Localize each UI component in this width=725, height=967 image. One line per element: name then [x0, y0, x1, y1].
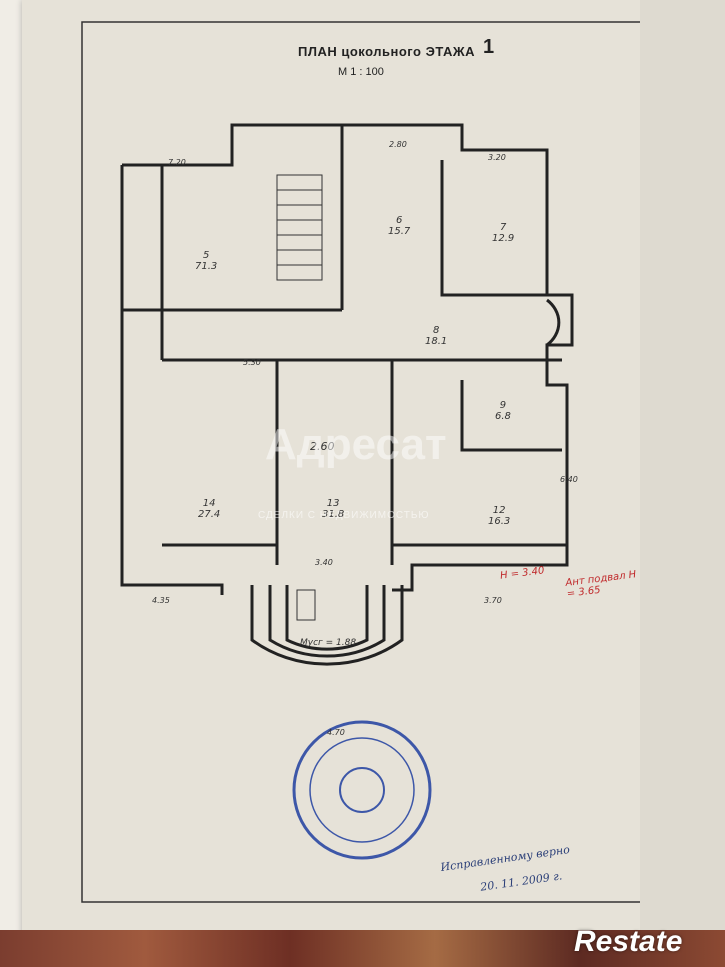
kugel-note: Мусг = 1.88 [300, 638, 357, 648]
plan-number: 1 [483, 36, 495, 58]
plan-scale: М 1 : 100 [338, 66, 384, 78]
dimension-label: 7.20 [168, 158, 186, 167]
floor-plan-sheet [22, 0, 682, 940]
dimension-label: 6.40 [560, 475, 578, 484]
dimension-label: 4.35 [152, 596, 170, 605]
dimension-label: 3.20 [488, 153, 506, 162]
watermark-subtitle: СДЕЛКИ С НЕДВИЖИМОСТЬЮ [258, 510, 430, 521]
floor-plan-drawing [81, 21, 663, 903]
plan-title: ПЛАН цокольного ЭТАЖА [298, 44, 475, 59]
carpet-background [0, 930, 725, 967]
dimension-label: 3.70 [484, 596, 502, 605]
dimension-label: 2.80 [389, 140, 407, 149]
restate-logo: Restate [574, 925, 683, 958]
dimension-label: 2.60 [310, 440, 335, 453]
dimension-label: 5.30 [243, 358, 261, 367]
right-page-edge [640, 0, 725, 967]
official-stamp [292, 720, 432, 860]
dimension-label: 4.70 [327, 728, 345, 737]
left-page-edge [0, 0, 22, 967]
watermark-brand: Адресат [265, 420, 447, 469]
dimension-label: 3.40 [315, 558, 333, 567]
